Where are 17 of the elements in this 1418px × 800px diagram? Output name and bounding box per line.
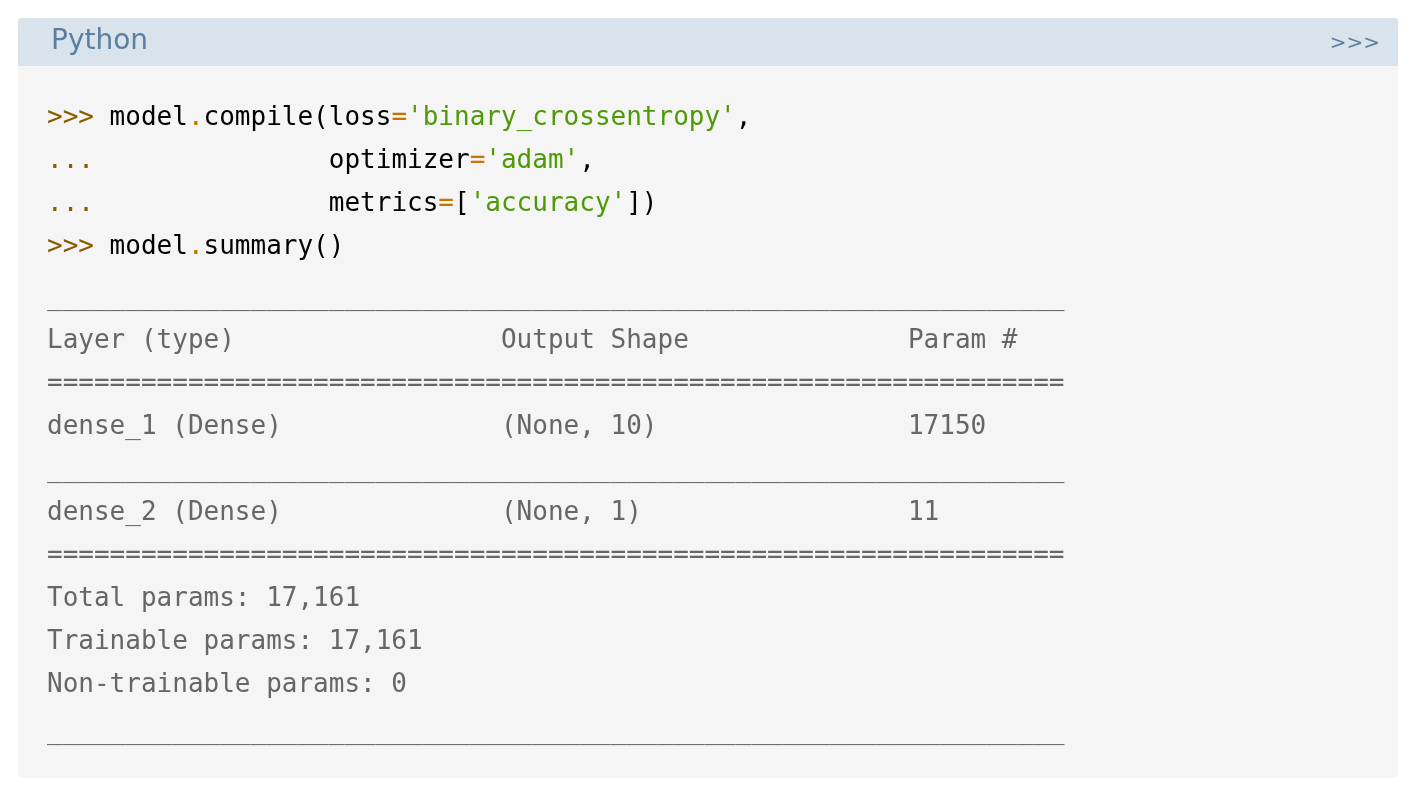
code-line: >>> model.summary() bbox=[47, 229, 345, 262]
language-label: Python bbox=[51, 23, 149, 56]
prompt-toggle-button: >>> bbox=[1329, 30, 1380, 54]
separator-line: _________________________________________________________________ bbox=[47, 452, 1065, 485]
separator-line: _________________________________________________________________ bbox=[47, 714, 1065, 747]
code-line: ... optimizer='adam', bbox=[47, 143, 595, 176]
output-line: Total params: 17,161 bbox=[47, 581, 361, 614]
code-line: >>> model.compile(loss='binary_crossentropy', bbox=[47, 100, 752, 133]
output-line: dense_1 (Dense) (None, 10) 17150 bbox=[47, 409, 987, 442]
output-line: Layer (type) Output Shape Param # bbox=[47, 323, 1018, 356]
separator-line: ================================================================= bbox=[47, 366, 1065, 399]
separator-line: _________________________________________________________________ bbox=[47, 280, 1065, 313]
output-line: Non-trainable params: 0 bbox=[47, 667, 408, 700]
code-line: ... metrics=['accuracy']) bbox=[47, 186, 658, 219]
separator-line: ================================================================= bbox=[47, 538, 1065, 571]
output-line: dense_2 (Dense) (None, 1) 11 bbox=[47, 495, 940, 528]
output-line: Trainable params: 17,161 bbox=[47, 624, 423, 657]
